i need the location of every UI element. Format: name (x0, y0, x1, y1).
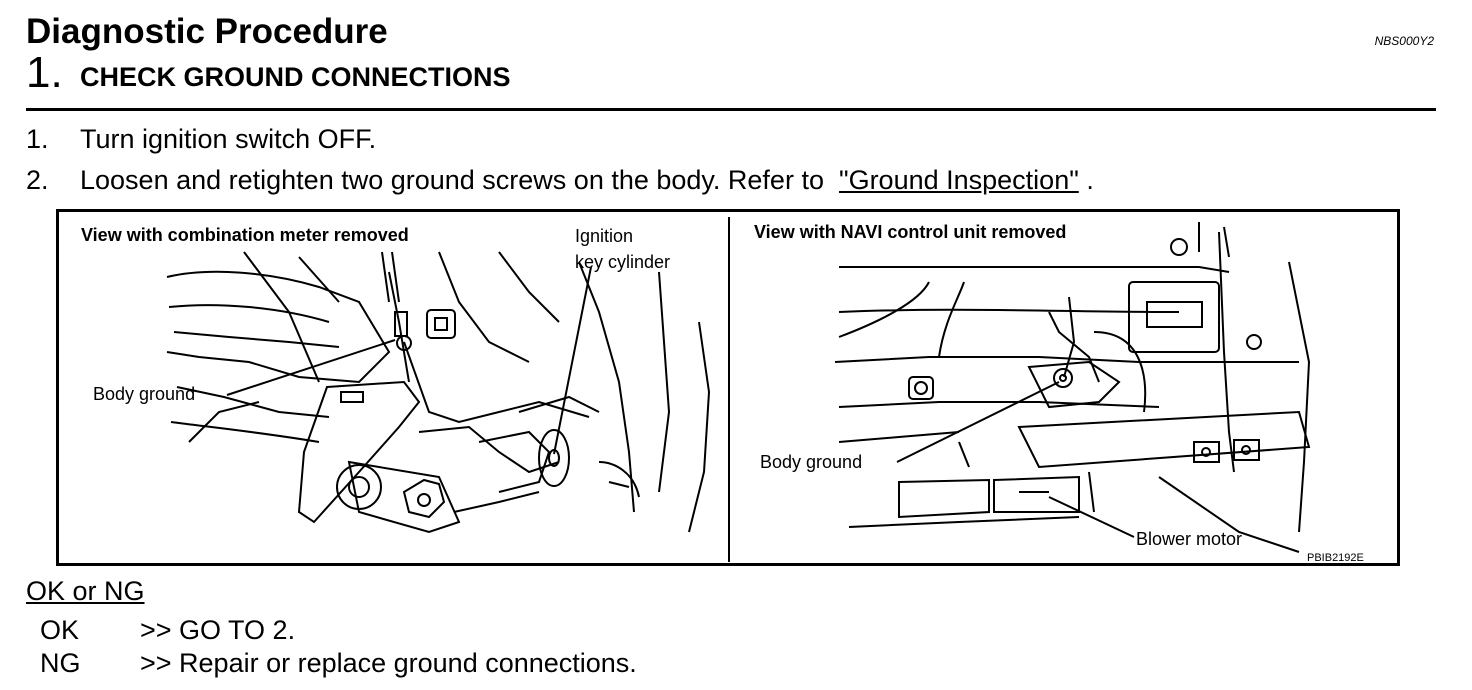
result-value: >> Repair or replace ground connections. (140, 648, 637, 678)
ignition-label-line2: key cylinder (575, 252, 671, 272)
body-ground-label-left: Body ground (93, 384, 196, 404)
instruction-text: Loosen and retighten two ground screws o… (80, 165, 824, 195)
instruction-period: . (1086, 165, 1094, 195)
results-heading: OK or NG (26, 576, 145, 606)
instruction-text-group: Loosen and retighten two ground screws o… (80, 165, 1094, 196)
left-view-heading: View with combination meter removed (81, 225, 409, 245)
page-title: Diagnostic Procedure (26, 12, 388, 51)
result-value: >> GO TO 2. (140, 615, 296, 645)
engine-bay-illustration (166, 217, 1311, 562)
result-key: NG (40, 648, 81, 678)
result-key: OK (40, 615, 80, 645)
instruction-text: Turn ignition switch OFF. (80, 124, 377, 154)
diagram-figure: View with combination meter removed View… (56, 209, 1400, 566)
right-view-heading: View with NAVI control unit removed (754, 222, 1067, 242)
step-title: CHECK GROUND CONNECTIONS (80, 62, 511, 92)
instruction-number: 1. (26, 124, 49, 154)
step-number: 1. (26, 48, 63, 97)
ground-inspection-link[interactable]: "Ground Inspection" (838, 165, 1079, 195)
header-divider (26, 108, 1436, 111)
blower-motor-label: Blower motor (1136, 529, 1243, 549)
figure-code: PBIB2192E (1307, 552, 1364, 564)
ignition-label-line1: Ignition (575, 226, 634, 246)
body-ground-label-right: Body ground (760, 452, 863, 472)
instruction-number: 2. (26, 165, 49, 195)
document-code: NBS000Y2 (1374, 34, 1434, 48)
